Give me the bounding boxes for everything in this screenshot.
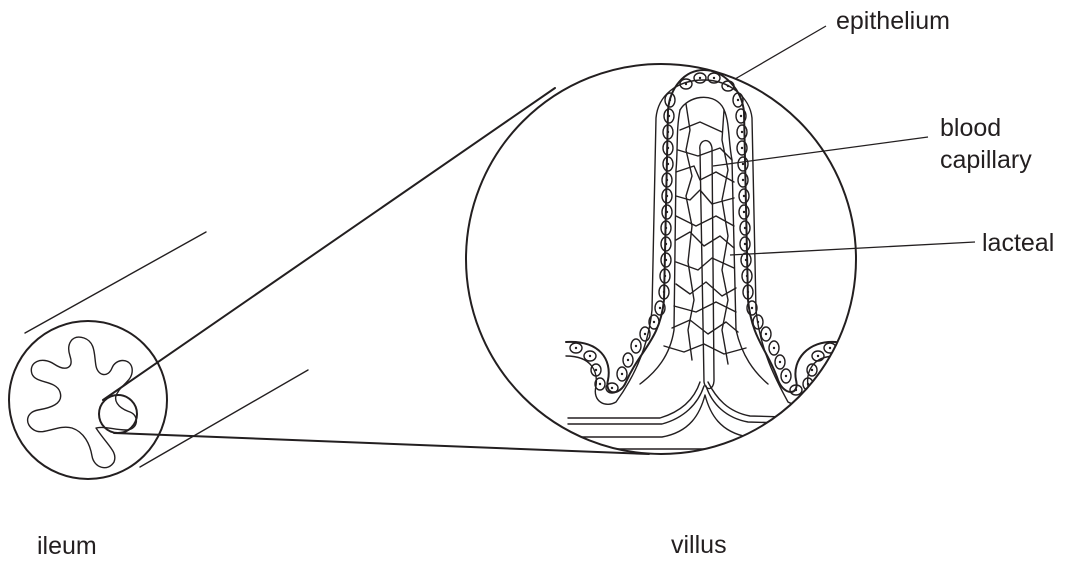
cell-nucleus (667, 163, 669, 165)
blood-vessel-lower (570, 395, 822, 449)
cell-nucleus (627, 359, 629, 361)
cell-nucleus (667, 131, 669, 133)
cell-nucleus (807, 383, 809, 385)
cell-nucleus (668, 115, 670, 117)
cell-nucleus (663, 291, 665, 293)
cell-nucleus (742, 179, 744, 181)
cell-nucleus (741, 131, 743, 133)
cell-nucleus (744, 243, 746, 245)
cell-nucleus (785, 375, 787, 377)
label-epithelium: epithelium (836, 6, 950, 36)
cell-nucleus (779, 361, 781, 363)
ileum-tube (9, 232, 308, 479)
vessel-end-right (819, 437, 825, 449)
cell-nucleus (765, 333, 767, 335)
cell-nucleus (741, 147, 743, 149)
villus-drawing (566, 70, 836, 449)
cell-nucleus (727, 85, 729, 87)
cell-nucleus (742, 163, 744, 165)
cell-nucleus (599, 383, 601, 385)
label-ileum: ileum (37, 531, 97, 561)
cell-nucleus (666, 195, 668, 197)
cell-nucleus (666, 179, 668, 181)
cell-nucleus (665, 243, 667, 245)
ileum-villus-highlight (99, 395, 137, 433)
leader-lacteal (730, 242, 975, 255)
label-blood: blood (940, 113, 1001, 143)
cell-nucleus (811, 369, 813, 371)
cell-nucleus (667, 147, 669, 149)
cell-nucleus (659, 307, 661, 309)
cell-nucleus (575, 347, 577, 349)
magnifier-line-lower (114, 433, 649, 454)
cell-nucleus (665, 227, 667, 229)
cell-nucleus (611, 387, 613, 389)
cell-nucleus (635, 345, 637, 347)
cell-nucleus (744, 227, 746, 229)
cell-nucleus (773, 347, 775, 349)
cell-nucleus (713, 77, 715, 79)
cell-nucleus (743, 195, 745, 197)
cell-nucleus (665, 259, 667, 261)
label-villus: villus (671, 530, 727, 560)
cell-nucleus (757, 321, 759, 323)
cell-nucleus (746, 275, 748, 277)
label-capillary: capillary (940, 145, 1032, 175)
cell-nucleus (829, 347, 831, 349)
cell-nucleus (740, 115, 742, 117)
cell-nucleus (653, 321, 655, 323)
cell-nucleus (817, 355, 819, 357)
cell-nucleus (595, 369, 597, 371)
cell-nucleus (745, 259, 747, 261)
cell-nucleus (751, 307, 753, 309)
ileum-tube-upper-edge (25, 232, 206, 333)
label-lacteal: lacteal (982, 228, 1054, 258)
cell-nucleus (666, 211, 668, 213)
vessel-end-left (567, 437, 573, 449)
cell-nucleus (743, 211, 745, 213)
ileum-cross-section (9, 321, 167, 479)
lacteal-vessel (700, 141, 714, 389)
cell-nucleus (621, 373, 623, 375)
cell-nucleus (699, 77, 701, 79)
leader-epithelium (735, 26, 826, 79)
magnifier-line-upper (103, 88, 555, 400)
cell-nucleus (644, 333, 646, 335)
cell-nucleus (747, 291, 749, 293)
cell-nucleus (795, 389, 797, 391)
cell-nucleus (685, 83, 687, 85)
cell-nucleus (589, 355, 591, 357)
cell-nucleus (664, 275, 666, 277)
cell-nucleus (669, 99, 671, 101)
ileum-inner-folds (28, 337, 137, 468)
cell-nucleus (737, 99, 739, 101)
